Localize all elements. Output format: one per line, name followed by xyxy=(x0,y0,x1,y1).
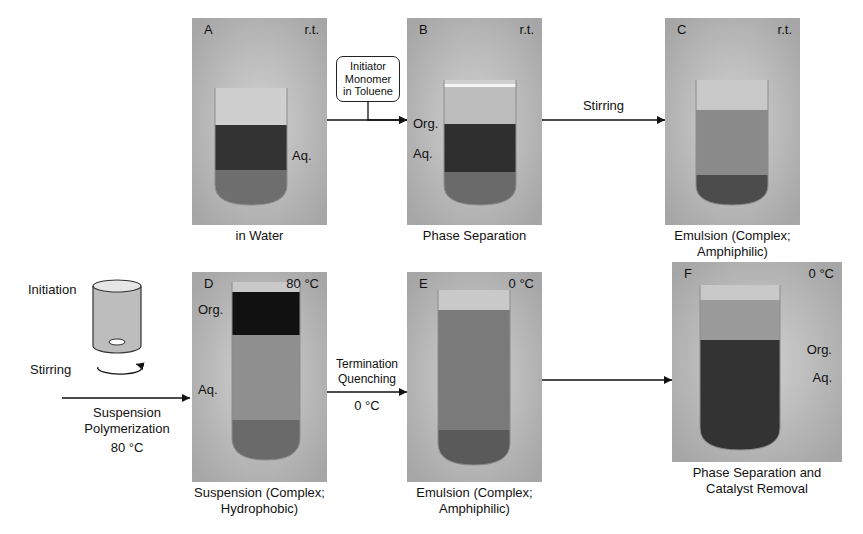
reagent-box: Initiator Monomer in Toluene xyxy=(336,56,400,102)
process-label: Suspension Polymerization xyxy=(68,405,186,436)
temperature-label: r.t. xyxy=(305,22,319,38)
vial xyxy=(440,75,530,210)
vial-glass xyxy=(438,290,510,465)
phase-label: Org. xyxy=(807,342,832,358)
panel-letter: E xyxy=(419,276,428,292)
edge-label: Termination Quenching xyxy=(327,357,407,386)
edge-label: Stirring xyxy=(549,98,659,114)
temperature-label: 0 °C xyxy=(809,266,834,282)
photo-panel xyxy=(407,272,542,482)
vial-glass xyxy=(700,285,780,450)
box-text: Initiator Monomer in Toluene xyxy=(341,60,395,98)
process-arrow xyxy=(542,379,672,380)
panel-caption: Emulsion (Complex; Amphiphilic) xyxy=(653,228,813,259)
flask-symbol xyxy=(93,280,141,353)
temperature-label: 0 °C xyxy=(509,276,534,292)
process-arrow xyxy=(368,102,407,120)
panel-caption: Suspension (Complex; Hydrophobic) xyxy=(180,485,340,516)
panel-letter: B xyxy=(419,22,428,38)
panel-caption: in Water xyxy=(185,228,335,244)
photo-panel: Cr.t.Emulsion (Complex; Amphiphilic) xyxy=(665,18,800,225)
panel-letter: A xyxy=(204,22,213,38)
temperature-label: r.t. xyxy=(778,22,792,38)
photo-panel xyxy=(192,272,327,482)
temperature-label: 80 °C xyxy=(68,440,186,456)
vial-glass xyxy=(232,282,300,460)
phase-label: Aq. xyxy=(413,146,433,162)
vial-glass xyxy=(215,88,287,205)
process-arrow xyxy=(327,391,407,392)
vial xyxy=(210,80,300,210)
phase-label: Aq. xyxy=(292,148,312,164)
photo-panel: E0 °CEmulsion (Complex; Amphiphilic) xyxy=(407,272,542,482)
photo-panel: F0 °COrg.Aq.Phase Separation and Catalys… xyxy=(672,262,842,462)
stirring-arrow xyxy=(98,364,142,374)
vial xyxy=(228,278,308,468)
temperature-label: 0 °C xyxy=(327,398,407,414)
photo-panel: D80 °COrg.Aq.Suspension (Complex; Hydrop… xyxy=(192,272,327,482)
panel-caption: Phase Separation xyxy=(400,228,550,244)
photo-panel: Ar.t.Aq.in Water xyxy=(192,18,327,225)
panel-letter: F xyxy=(684,266,692,282)
phase-label: Aq. xyxy=(812,370,832,386)
vial-glass xyxy=(696,80,768,205)
photo-panel xyxy=(407,18,542,225)
photo-panel xyxy=(192,18,327,225)
photo-panel: Br.t.Org.Aq.Phase Separation xyxy=(407,18,542,225)
phase-label: Aq. xyxy=(198,382,218,398)
phase-label: Org. xyxy=(198,302,223,318)
panel-caption: Emulsion (Complex; Amphiphilic) xyxy=(395,485,555,516)
panel-letter: D xyxy=(204,276,213,292)
temperature-label: 80 °C xyxy=(286,276,319,292)
step-label: Stirring xyxy=(30,362,71,378)
process-arrow xyxy=(62,397,190,398)
vial xyxy=(430,285,520,470)
process-arrow xyxy=(542,119,665,120)
panel-letter: C xyxy=(677,22,686,38)
vial xyxy=(695,280,785,455)
vial-glass xyxy=(444,80,516,205)
photo-panel xyxy=(665,18,800,225)
panel-caption: Phase Separation and Catalyst Removal xyxy=(672,465,842,496)
vial xyxy=(690,75,780,210)
photo-panel xyxy=(672,262,842,462)
temperature-label: r.t. xyxy=(520,22,534,38)
phase-label: Org. xyxy=(413,116,438,132)
step-label: Initiation xyxy=(28,282,76,298)
